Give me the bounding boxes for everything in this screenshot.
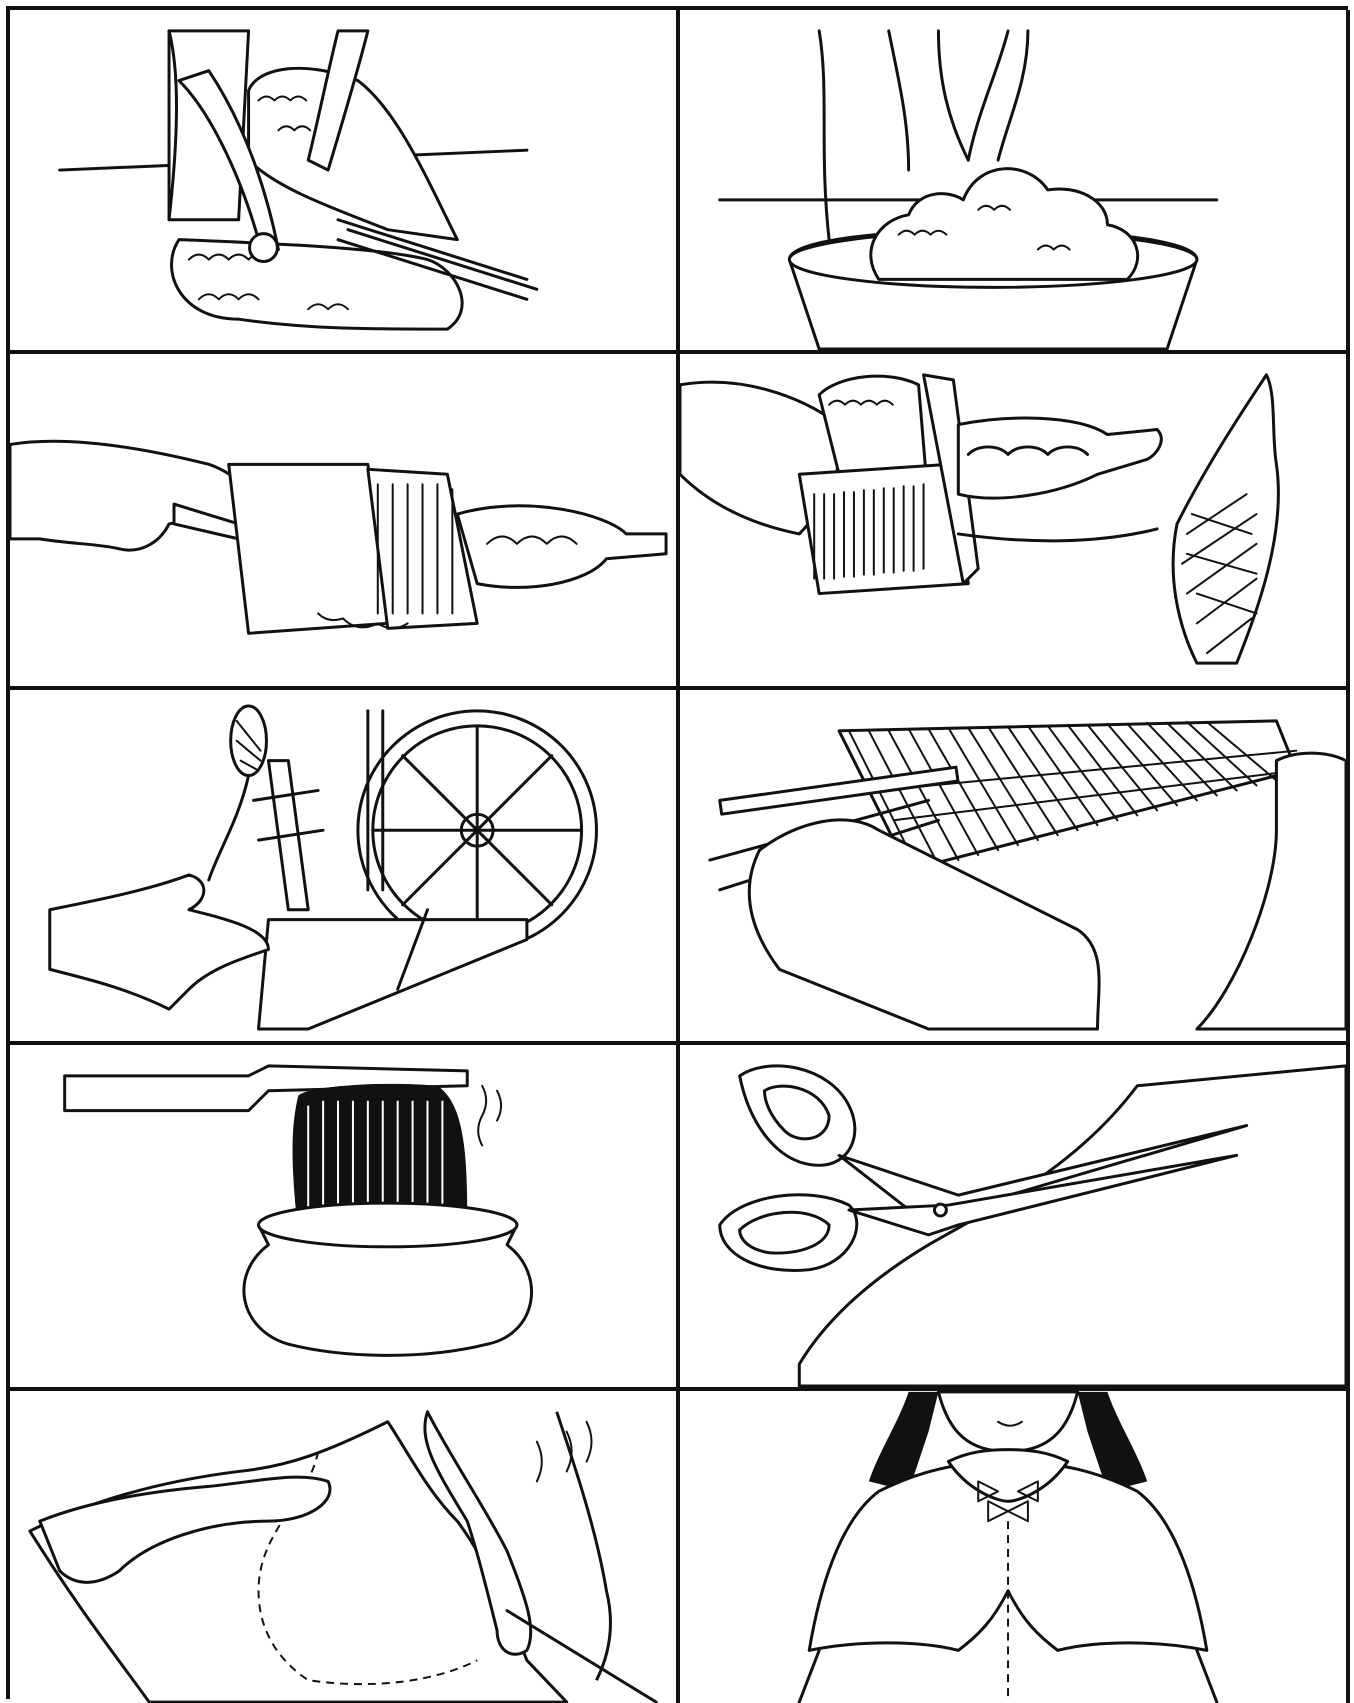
panel-shearing	[10, 10, 680, 354]
panel-carding-start	[10, 354, 680, 690]
panel-washing	[680, 10, 1350, 354]
panel-finished	[680, 1391, 1350, 1703]
panel-grid	[6, 6, 1348, 1699]
panel-carding-roll	[680, 354, 1350, 690]
dye-pot-icon	[10, 1045, 676, 1387]
washing-wool-icon	[680, 10, 1346, 350]
panel-sewing	[10, 1391, 680, 1703]
spinning-wheel-icon	[10, 690, 676, 1041]
panel-dyeing	[10, 1045, 680, 1391]
scissors-cutting-icon	[680, 1045, 1346, 1387]
panel-cutting	[680, 1045, 1350, 1391]
needle-sewing-icon	[10, 1391, 676, 1703]
cape-garment-icon	[680, 1391, 1346, 1703]
panel-spinning	[10, 690, 680, 1045]
panel-weaving	[680, 690, 1350, 1045]
carding-paddles-icon	[10, 354, 676, 686]
carded-roll-icon	[680, 354, 1346, 686]
shearing-sheep-icon	[10, 10, 676, 350]
loom-weaving-icon	[680, 690, 1346, 1041]
